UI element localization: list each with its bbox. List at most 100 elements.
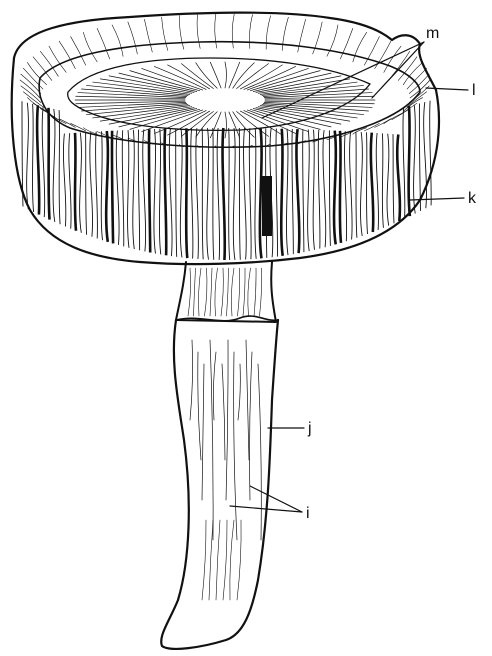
gill-line (296, 129, 299, 253)
stem-apex-fibril (215, 268, 218, 316)
gill-line (63, 134, 65, 227)
gill-line (196, 128, 199, 259)
cap-rim-stroke (179, 16, 183, 50)
stem-base-fibril (209, 520, 213, 600)
label-j: j (307, 420, 312, 437)
gill-line (101, 131, 102, 240)
cap-hatch-stroke (250, 71, 320, 91)
cap-rim-stroke (59, 41, 75, 68)
cap-rim-stroke (266, 16, 270, 50)
cap-hatch-stroke (196, 112, 217, 138)
gill-line (116, 131, 119, 245)
gill-line (149, 129, 150, 252)
cap-hatch-stroke (119, 108, 197, 126)
gill-line (154, 129, 156, 253)
cap-rim-stroke (162, 17, 168, 50)
cap-hatch-stroke (210, 112, 221, 138)
gill-line (122, 130, 124, 246)
stem-fibril (210, 340, 213, 540)
gill-line (96, 132, 98, 239)
stem-fibril (234, 352, 237, 540)
stem-fibril (198, 352, 201, 460)
cap-rim-stroke (197, 15, 200, 49)
gill-line (176, 129, 177, 257)
cap-hatch-stroke (109, 76, 194, 92)
stem-fibril (202, 364, 204, 500)
gill-line (393, 134, 394, 223)
gill-line (403, 107, 405, 218)
gill-line (430, 101, 432, 206)
gill-line (303, 129, 304, 252)
stem-base-fibril (237, 520, 241, 600)
gill-line (255, 128, 256, 259)
stem-fibril (213, 352, 216, 420)
stem-fibril (238, 364, 240, 420)
cap-hatch-stroke (250, 109, 320, 129)
cap-hatch-stroke (210, 62, 221, 88)
gill-line (138, 130, 139, 251)
gill-line (37, 105, 39, 214)
gill-line (313, 130, 314, 250)
stem-apex-fibril (238, 268, 240, 316)
gill-line (367, 132, 368, 234)
cap-hatch-stroke (233, 112, 254, 138)
gill-line (112, 131, 113, 244)
cap-rim-stroke (232, 14, 234, 48)
cap-hatch-stroke (233, 63, 254, 89)
stem-apex-fibril (243, 268, 245, 316)
gill-line (49, 108, 50, 220)
gill-line (276, 129, 278, 257)
gill-line (356, 132, 357, 238)
gill-line (334, 131, 336, 245)
gill-line (376, 133, 378, 230)
gill-line (186, 128, 187, 258)
gill-line (128, 130, 129, 248)
stem-fibril (250, 352, 252, 500)
label-k: k (468, 190, 477, 207)
stem-apex-fibril (227, 268, 229, 316)
gill-line (165, 129, 167, 256)
gill-line (59, 110, 60, 224)
cap-rim-stroke (83, 32, 97, 62)
cap-hatch-stroke (225, 62, 227, 88)
gill-line (180, 128, 182, 257)
gill-line (42, 107, 45, 218)
gill-line (32, 104, 33, 212)
cap-rim-stroke (40, 51, 58, 76)
cap-rim-stroke (71, 37, 86, 66)
stem-fibril (246, 340, 249, 460)
cap-hatch-stroke (260, 82, 357, 94)
gill-line (292, 129, 293, 254)
cap-hatch-stroke (229, 62, 240, 88)
gill-line (90, 132, 93, 237)
leader-lines (230, 42, 468, 512)
cap-rim-stroke (407, 68, 427, 89)
gill-line (249, 128, 251, 259)
stem-apex-fibril (254, 268, 256, 316)
stem-apex-fibril (210, 268, 212, 316)
cap-hatch-stroke (119, 73, 197, 91)
gill-line (397, 134, 400, 221)
stem-apex-fibril (188, 268, 191, 316)
label-l: l (472, 82, 476, 99)
cap-rim-stroke (144, 19, 152, 52)
cap-rim-stroke (128, 22, 137, 54)
gill-line (350, 131, 353, 239)
gill-line (345, 131, 347, 241)
stem-fibril (226, 340, 228, 500)
stem-apex-fibril (221, 268, 223, 316)
stem-fibril (222, 364, 225, 460)
stem-base-fibril (223, 520, 227, 600)
cap-hatch-stroke (181, 64, 213, 89)
gill-line (53, 109, 55, 222)
cap-hatch-stroke (109, 108, 194, 124)
gill-line (27, 103, 29, 210)
cap-rim-stroke (249, 15, 252, 49)
stem-apex-fibril (205, 268, 207, 316)
stem-fibrils (188, 268, 262, 600)
gill-line (308, 129, 310, 251)
gill-line (323, 130, 326, 247)
stem-apex-fibril (248, 268, 251, 316)
gill-line (106, 131, 108, 242)
stem-apex-fibril (194, 268, 196, 316)
